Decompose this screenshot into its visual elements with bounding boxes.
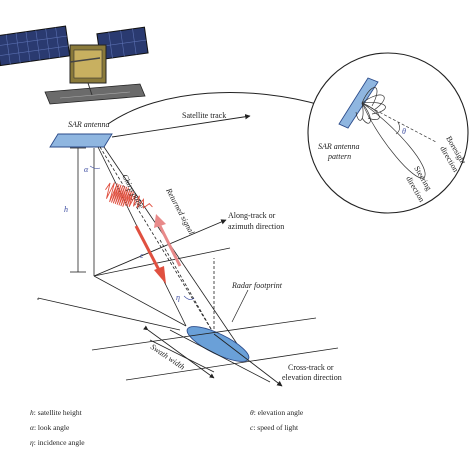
satellite-height-marker: h bbox=[64, 147, 86, 273]
along-track-label-line2: azimuth direction bbox=[228, 222, 284, 231]
along-track-label-line1: Along-track or bbox=[228, 211, 276, 220]
swath-width-arrow bbox=[143, 325, 215, 379]
satellite-track-line bbox=[111, 114, 251, 138]
cross-track-arrow bbox=[213, 333, 283, 387]
c-symbol: c bbox=[140, 251, 144, 260]
legend-theta: θ: elevation angle bbox=[250, 408, 304, 417]
along-track-arrow bbox=[93, 219, 227, 277]
alpha-arc bbox=[89, 165, 101, 169]
satellite-illustration bbox=[0, 25, 149, 105]
antenna-pattern-inset: θ SAR antenna pattern Boresight directio… bbox=[307, 52, 469, 214]
eta-arc bbox=[183, 295, 195, 300]
legend-h: h: satellite height bbox=[30, 408, 83, 417]
cross-track-label-line2: elevation direction bbox=[282, 373, 342, 382]
legend: h: satellite height α: look angle η: inc… bbox=[30, 408, 304, 447]
radar-footprint bbox=[186, 326, 250, 362]
cross-track-label-line1: Cross-track or bbox=[288, 363, 334, 372]
chirp-pulse-wave bbox=[105, 182, 153, 209]
legend-alpha: α: look angle bbox=[30, 423, 70, 432]
pattern-label-line1: SAR antenna bbox=[318, 142, 360, 151]
pattern-callout-arrow bbox=[107, 92, 325, 125]
swath-width-label: Swath width bbox=[149, 342, 187, 371]
ground-geometry bbox=[37, 148, 231, 331]
theta-symbol: θ bbox=[402, 127, 406, 136]
pulse-arrow bbox=[134, 225, 166, 284]
returned-signal-arrow bbox=[154, 214, 182, 267]
h-symbol: h bbox=[64, 205, 68, 214]
returned-signal-label: Returned signal bbox=[164, 186, 197, 237]
footprint-leader-line bbox=[231, 289, 249, 323]
sar-antenna-panel bbox=[49, 133, 113, 148]
radar-footprint-label: Radar footprint bbox=[231, 281, 283, 290]
pattern-label-line2: pattern bbox=[327, 152, 351, 161]
alpha-symbol: α bbox=[84, 165, 89, 174]
legend-c: c: speed of light bbox=[250, 423, 299, 432]
sar-antenna-label: SAR antenna bbox=[68, 120, 110, 129]
chirp-pulse-label: Chirp pulse bbox=[120, 173, 146, 211]
legend-eta: η: incidence angle bbox=[30, 438, 85, 447]
eta-symbol: η bbox=[176, 293, 180, 302]
satellite-track-label: Satellite track bbox=[182, 111, 226, 120]
